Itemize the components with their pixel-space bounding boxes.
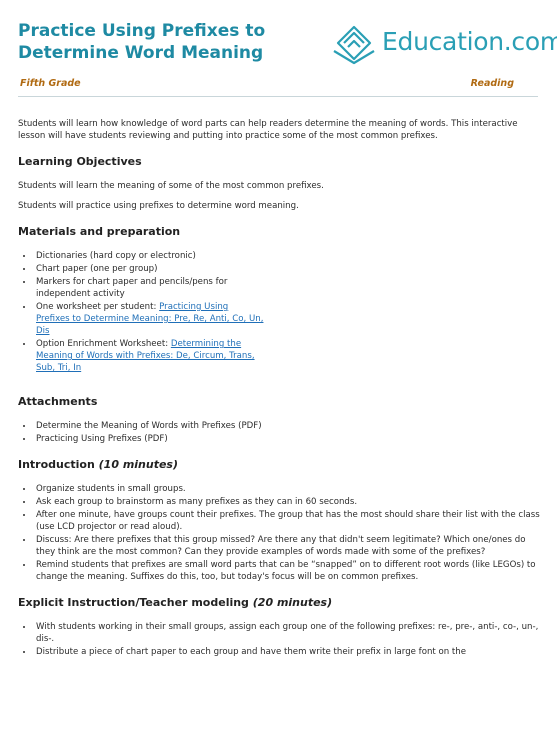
attachments-list: Determine the Meaning of Words with Pref… — [18, 420, 540, 445]
grade-label: Fifth Grade — [20, 78, 81, 89]
enrichment-label: Option Enrichment Worksheet: — [36, 339, 171, 349]
list-item: One worksheet per student: Practicing Us… — [34, 301, 264, 337]
explicit-instruction-heading: Explicit Instruction/Teacher modeling (2… — [18, 597, 540, 609]
education-logo[interactable]: Education.com — [330, 21, 557, 69]
attachment-item[interactable]: Determine the Meaning of Words with Pref… — [34, 420, 540, 432]
objective-2: Students will practice using prefixes to… — [18, 201, 299, 211]
list-item: Organize students in small groups. — [34, 483, 540, 495]
list-item: Remind students that prefixes are small … — [34, 559, 540, 583]
attachments-heading: Attachments — [18, 395, 98, 408]
lesson-title: Practice Using Prefixes to Determine Wor… — [18, 21, 266, 63]
list-item: Dictionaries (hard copy or electronic) — [34, 250, 540, 262]
list-item: Chart paper (one per group) — [34, 263, 540, 275]
logo-text: Education.com — [382, 27, 557, 56]
objectives-heading: Learning Objectives — [18, 155, 142, 168]
lesson-content: Students will learn how knowledge of wor… — [18, 118, 540, 659]
list-item: Ask each group to brainstorm as many pre… — [34, 496, 540, 508]
introduction-heading: Introduction (10 minutes) — [18, 459, 540, 471]
list-item: Discuss: Are there prefixes that this gr… — [34, 534, 540, 558]
meta-bar: Fifth Grade Reading — [18, 72, 538, 97]
materials-heading: Materials and preparation — [18, 225, 181, 238]
list-item: Option Enrichment Worksheet: Determining… — [34, 338, 264, 374]
worksheet-link[interactable]: Practicing Using Prefixes to Determine M… — [36, 302, 264, 336]
explicit-title: Explicit Instruction/Teacher modeling — [18, 596, 249, 609]
materials-list: Dictionaries (hard copy or electronic) C… — [18, 250, 540, 374]
explicit-list: With students working in their small gro… — [18, 621, 540, 658]
introduction-list: Organize students in small groups. Ask e… — [18, 483, 540, 583]
list-item: After one minute, have groups count thei… — [34, 509, 540, 533]
explicit-duration: (20 minutes) — [252, 596, 333, 609]
attachment-item[interactable]: Practicing Using Prefixes (PDF) — [34, 433, 540, 445]
page-header: Practice Using Prefixes to Determine Wor… — [0, 0, 557, 97]
introduction-duration: (10 minutes) — [98, 458, 179, 471]
list-item: Markers for chart paper and pencils/pens… — [34, 276, 264, 300]
list-item: With students working in their small gro… — [34, 621, 540, 645]
introduction-title: Introduction — [18, 458, 95, 471]
list-item: Distribute a piece of chart paper to eac… — [34, 646, 540, 658]
objective-1: Students will learn the meaning of some … — [18, 181, 324, 191]
subject-label: Reading — [470, 78, 514, 89]
worksheet-label: One worksheet per student: — [36, 302, 160, 312]
intro-paragraph: Students will learn how knowledge of wor… — [18, 119, 518, 141]
education-logo-icon — [333, 25, 375, 65]
enrichment-worksheet-link[interactable]: Determining the Meaning of Words with Pr… — [36, 339, 255, 373]
